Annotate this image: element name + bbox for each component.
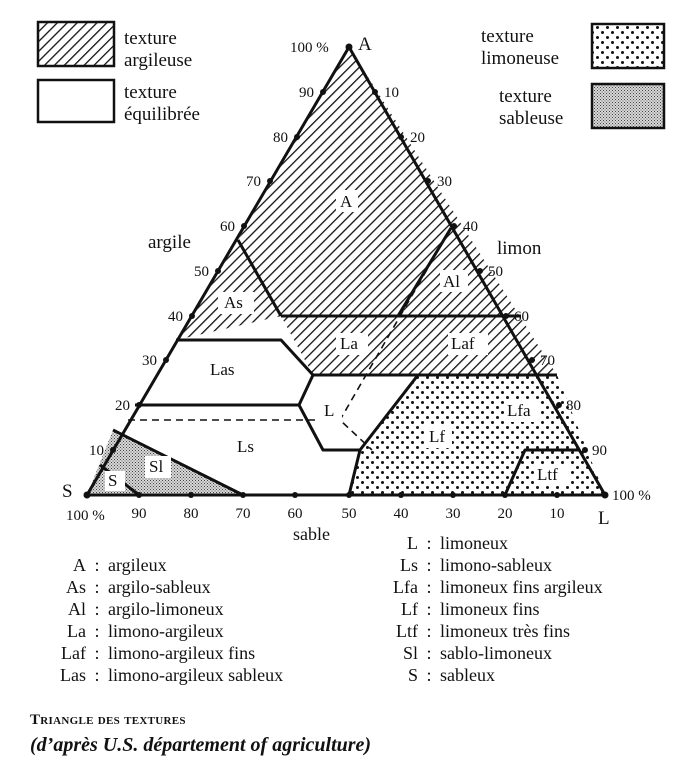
- tick-label: 80: [273, 130, 288, 146]
- boundary-sl: [112, 428, 244, 497]
- tick-label: 60: [220, 219, 235, 235]
- region-argileuse: [176, 47, 557, 375]
- tick-label: 50: [488, 264, 503, 280]
- region-label-sl: Sl: [149, 457, 163, 476]
- region-labels: A As Al La Laf Las L Ls Lfa Lf Ltf Sl S: [105, 190, 570, 491]
- boundary-l-lower: [297, 374, 420, 452]
- tick-label: 10: [89, 443, 104, 459]
- tick-label: 30: [142, 353, 157, 369]
- legend-swatch-argileuse: [36, 20, 116, 68]
- legend-text-equilibree-1: texture: [124, 82, 177, 103]
- tick-label: 50: [342, 506, 357, 522]
- tick-label: 90: [299, 85, 314, 101]
- vertex-a-label: A: [358, 34, 372, 55]
- dashed-boundaries: [128, 227, 452, 451]
- legend-text-limoneuse-2: limoneuse: [481, 48, 559, 69]
- region-label-a: A: [340, 192, 353, 211]
- tick-label: 70: [236, 506, 251, 522]
- tick-label: 20: [410, 130, 425, 146]
- tick-label: 90: [132, 506, 147, 522]
- axis-name-limon: limon: [497, 238, 542, 259]
- region-label-ltf: Ltf: [537, 465, 558, 484]
- boundary-las-ls: [135, 374, 315, 407]
- region-label-ls: Ls: [237, 437, 254, 456]
- legend-text-argileuse-1: texture: [124, 28, 177, 49]
- region-label-la: La: [340, 334, 358, 353]
- vertex-a-percent: 100 %: [290, 40, 329, 56]
- texture-triangle-diagram: texture argileuse texture équilibrée tex…: [36, 20, 666, 540]
- region-label-lf: Lf: [429, 427, 445, 446]
- vertex-s-label: S: [62, 481, 73, 502]
- key-row-as: As:argilo-sableux: [65, 577, 211, 597]
- key-row-al: Al:argilo-limoneux: [68, 599, 224, 619]
- tick-label: 40: [463, 219, 478, 235]
- key-row-sl: Sl:sablo-limoneux: [402, 643, 552, 663]
- legend-text-limoneuse-1: texture: [481, 26, 534, 47]
- tick-label: 80: [566, 398, 581, 414]
- legend-swatch-limoneuse: [590, 22, 666, 70]
- key-row-laf: Laf:limono-argileux fins: [61, 643, 256, 663]
- dashed-lower: [128, 419, 373, 451]
- legend-text-equilibree-2: équilibrée: [124, 104, 200, 125]
- legend-text-sableuse-2: sableuse: [499, 108, 563, 129]
- key-row-lfa: Lfa:limoneux fins argileux: [393, 577, 603, 597]
- tick-label: 50: [194, 264, 209, 280]
- caption-source: (d’après U.S. département of agriculture…: [30, 734, 372, 756]
- region-label-lfa: Lfa: [507, 401, 531, 420]
- class-key-left: A:argileux As:argilo-sableux Al:argilo-l…: [30, 554, 283, 686]
- tick-label: 40: [168, 309, 183, 325]
- legend-text-sableuse-1: texture: [499, 86, 552, 107]
- key-row-s: S:sableux: [407, 665, 495, 685]
- vertex-l-percent: 100 %: [612, 488, 651, 504]
- legend-text-argileuse-2: argileuse: [124, 50, 192, 71]
- key-row-a: A:argileux: [73, 555, 167, 575]
- axis-name-sable: sable: [293, 524, 330, 540]
- tick-label: 60: [288, 506, 303, 522]
- region-label-al: Al: [443, 272, 460, 291]
- region-label-laf: Laf: [451, 334, 475, 353]
- tick-label: 10: [384, 85, 399, 101]
- class-key-right: L:limoneux Ls:limono-sableux Lfa:limoneu…: [378, 532, 603, 686]
- vertex-s-percent: 100 %: [66, 508, 105, 524]
- boundary-ls-base: [347, 449, 362, 496]
- tick-label: 20: [115, 398, 130, 414]
- caption-title: Triangle des textures: [30, 712, 186, 728]
- axis-ticks-limon: 10 20 30 40 50 60 70 80 90: [384, 85, 607, 459]
- legend-swatch-equilibree: [36, 78, 116, 124]
- tick-label: 30: [437, 174, 452, 190]
- tick-label: 80: [184, 506, 199, 522]
- tick-label: 30: [446, 506, 461, 522]
- dashed-limon-diagonal: [339, 227, 452, 421]
- key-row-ls: Ls:limono-sableux: [400, 555, 552, 575]
- axis-ticks-sable: 90 80 70 60 50 40 30 20 10: [132, 506, 565, 522]
- key-row-las: Las:limono-argileux sableux: [60, 665, 284, 685]
- region-label-as: As: [224, 293, 243, 312]
- tick-dots: [83, 43, 609, 499]
- key-row-lf: Lf:limoneux fins: [401, 599, 540, 619]
- boundary-la-las: [176, 338, 315, 377]
- key-row-la: La:limono-argileux: [67, 621, 224, 641]
- axis-ticks-argile: 10 20 30 40 50 60 70 80 90: [89, 85, 314, 459]
- boundary-lf-ltf: [503, 448, 580, 496]
- vertex-l-label: L: [598, 508, 610, 529]
- region-label-l: L: [324, 401, 334, 420]
- tick-label: 20: [498, 506, 513, 522]
- tick-label: 60: [514, 309, 529, 325]
- tick-label: 40: [394, 506, 409, 522]
- class-boundaries: [99, 227, 580, 497]
- key-row-l: L:limoneux: [407, 533, 508, 553]
- legend-swatch-sableuse: [590, 82, 666, 130]
- key-row-ltf: Ltf:limoneux très fins: [396, 621, 570, 641]
- region-label-las: Las: [210, 360, 235, 379]
- tick-label: 10: [550, 506, 565, 522]
- tick-label: 90: [592, 443, 607, 459]
- boundary-as: [236, 239, 283, 317]
- tick-label: 70: [540, 353, 555, 369]
- region-label-s: S: [108, 471, 117, 490]
- axis-name-argile: argile: [148, 232, 191, 253]
- tick-label: 70: [246, 174, 261, 190]
